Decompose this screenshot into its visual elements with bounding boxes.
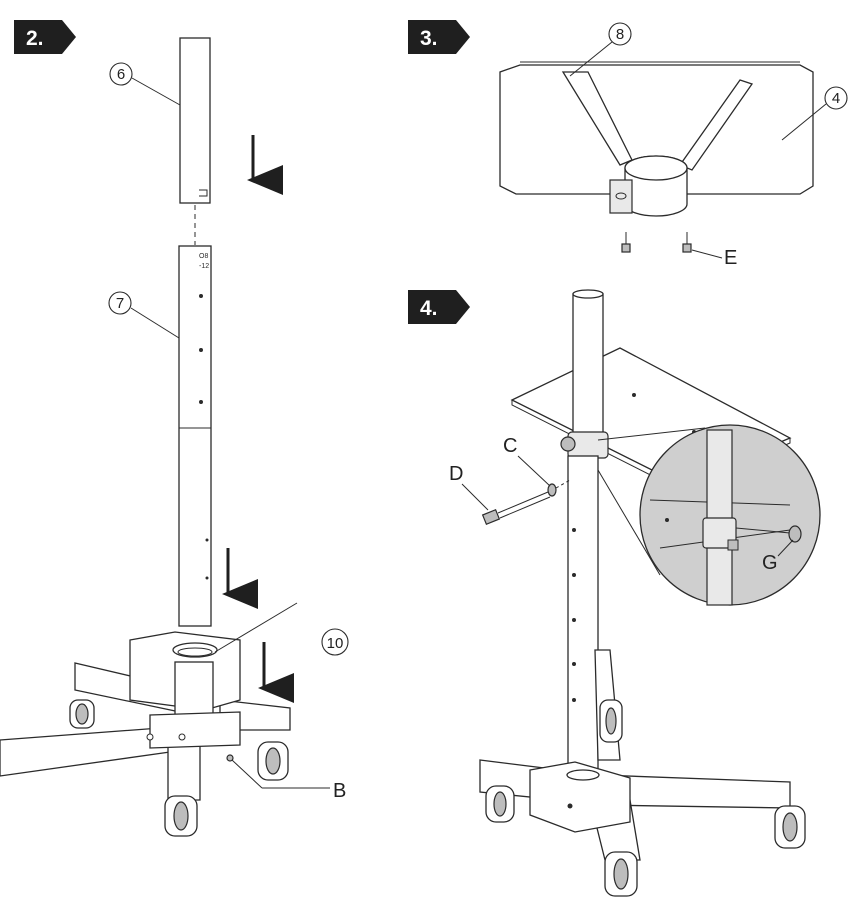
callout-4: 4 bbox=[781, 86, 848, 141]
base-hub bbox=[0, 631, 291, 801]
svg-text:D: D bbox=[449, 463, 463, 485]
upper-tube bbox=[179, 37, 211, 204]
step-2-tag: 2. bbox=[14, 20, 76, 54]
base-step4 bbox=[479, 649, 791, 861]
knob-g-small bbox=[560, 436, 576, 452]
screw-e-right bbox=[682, 232, 692, 253]
svg-text:10: 10 bbox=[327, 635, 344, 652]
upper-pole bbox=[572, 293, 604, 440]
label-e: E bbox=[691, 247, 737, 269]
zoom-detail bbox=[597, 424, 821, 606]
step-4-tag: 4. bbox=[408, 290, 470, 324]
step-4-label: 4. bbox=[420, 297, 438, 320]
label-d: D bbox=[449, 463, 489, 511]
label-b: B bbox=[231, 759, 346, 802]
lower-tube: O8 -12 bbox=[178, 245, 212, 627]
knob-g bbox=[788, 525, 802, 543]
step-3-tag: 3. bbox=[408, 20, 470, 54]
screw-e-left bbox=[621, 232, 631, 253]
label-c: C bbox=[503, 435, 551, 487]
svg-text:-12: -12 bbox=[199, 263, 209, 270]
step-2-label: 2. bbox=[26, 27, 44, 50]
callout-8: 8 bbox=[569, 22, 632, 77]
caster-wheels-step2 bbox=[69, 699, 289, 837]
step-4-panel: 4. bbox=[408, 289, 821, 897]
step-3-label: 3. bbox=[420, 27, 438, 50]
label-g: G bbox=[762, 539, 794, 574]
svg-text:G: G bbox=[762, 552, 778, 574]
svg-text:8: 8 bbox=[616, 26, 624, 43]
bolt-d bbox=[481, 491, 551, 526]
bolt-b bbox=[226, 754, 234, 762]
svg-text:7: 7 bbox=[116, 295, 124, 312]
callout-10: 10 bbox=[214, 602, 349, 656]
svg-text:6: 6 bbox=[117, 66, 125, 83]
caster-wheels-step4 bbox=[485, 699, 806, 897]
step-3-panel: 3. 8 4 bbox=[408, 20, 848, 269]
washer-c bbox=[547, 483, 557, 497]
callout-6: 6 bbox=[109, 62, 181, 106]
tray-underside bbox=[499, 61, 814, 253]
svg-text:B: B bbox=[333, 780, 346, 802]
svg-text:E: E bbox=[724, 247, 737, 269]
callout-7: 7 bbox=[108, 291, 180, 339]
svg-text:4: 4 bbox=[832, 90, 840, 107]
step-2-panel: 2. O8 -12 bbox=[0, 20, 349, 837]
svg-text:C: C bbox=[503, 435, 517, 457]
svg-text:O8: O8 bbox=[199, 253, 208, 260]
